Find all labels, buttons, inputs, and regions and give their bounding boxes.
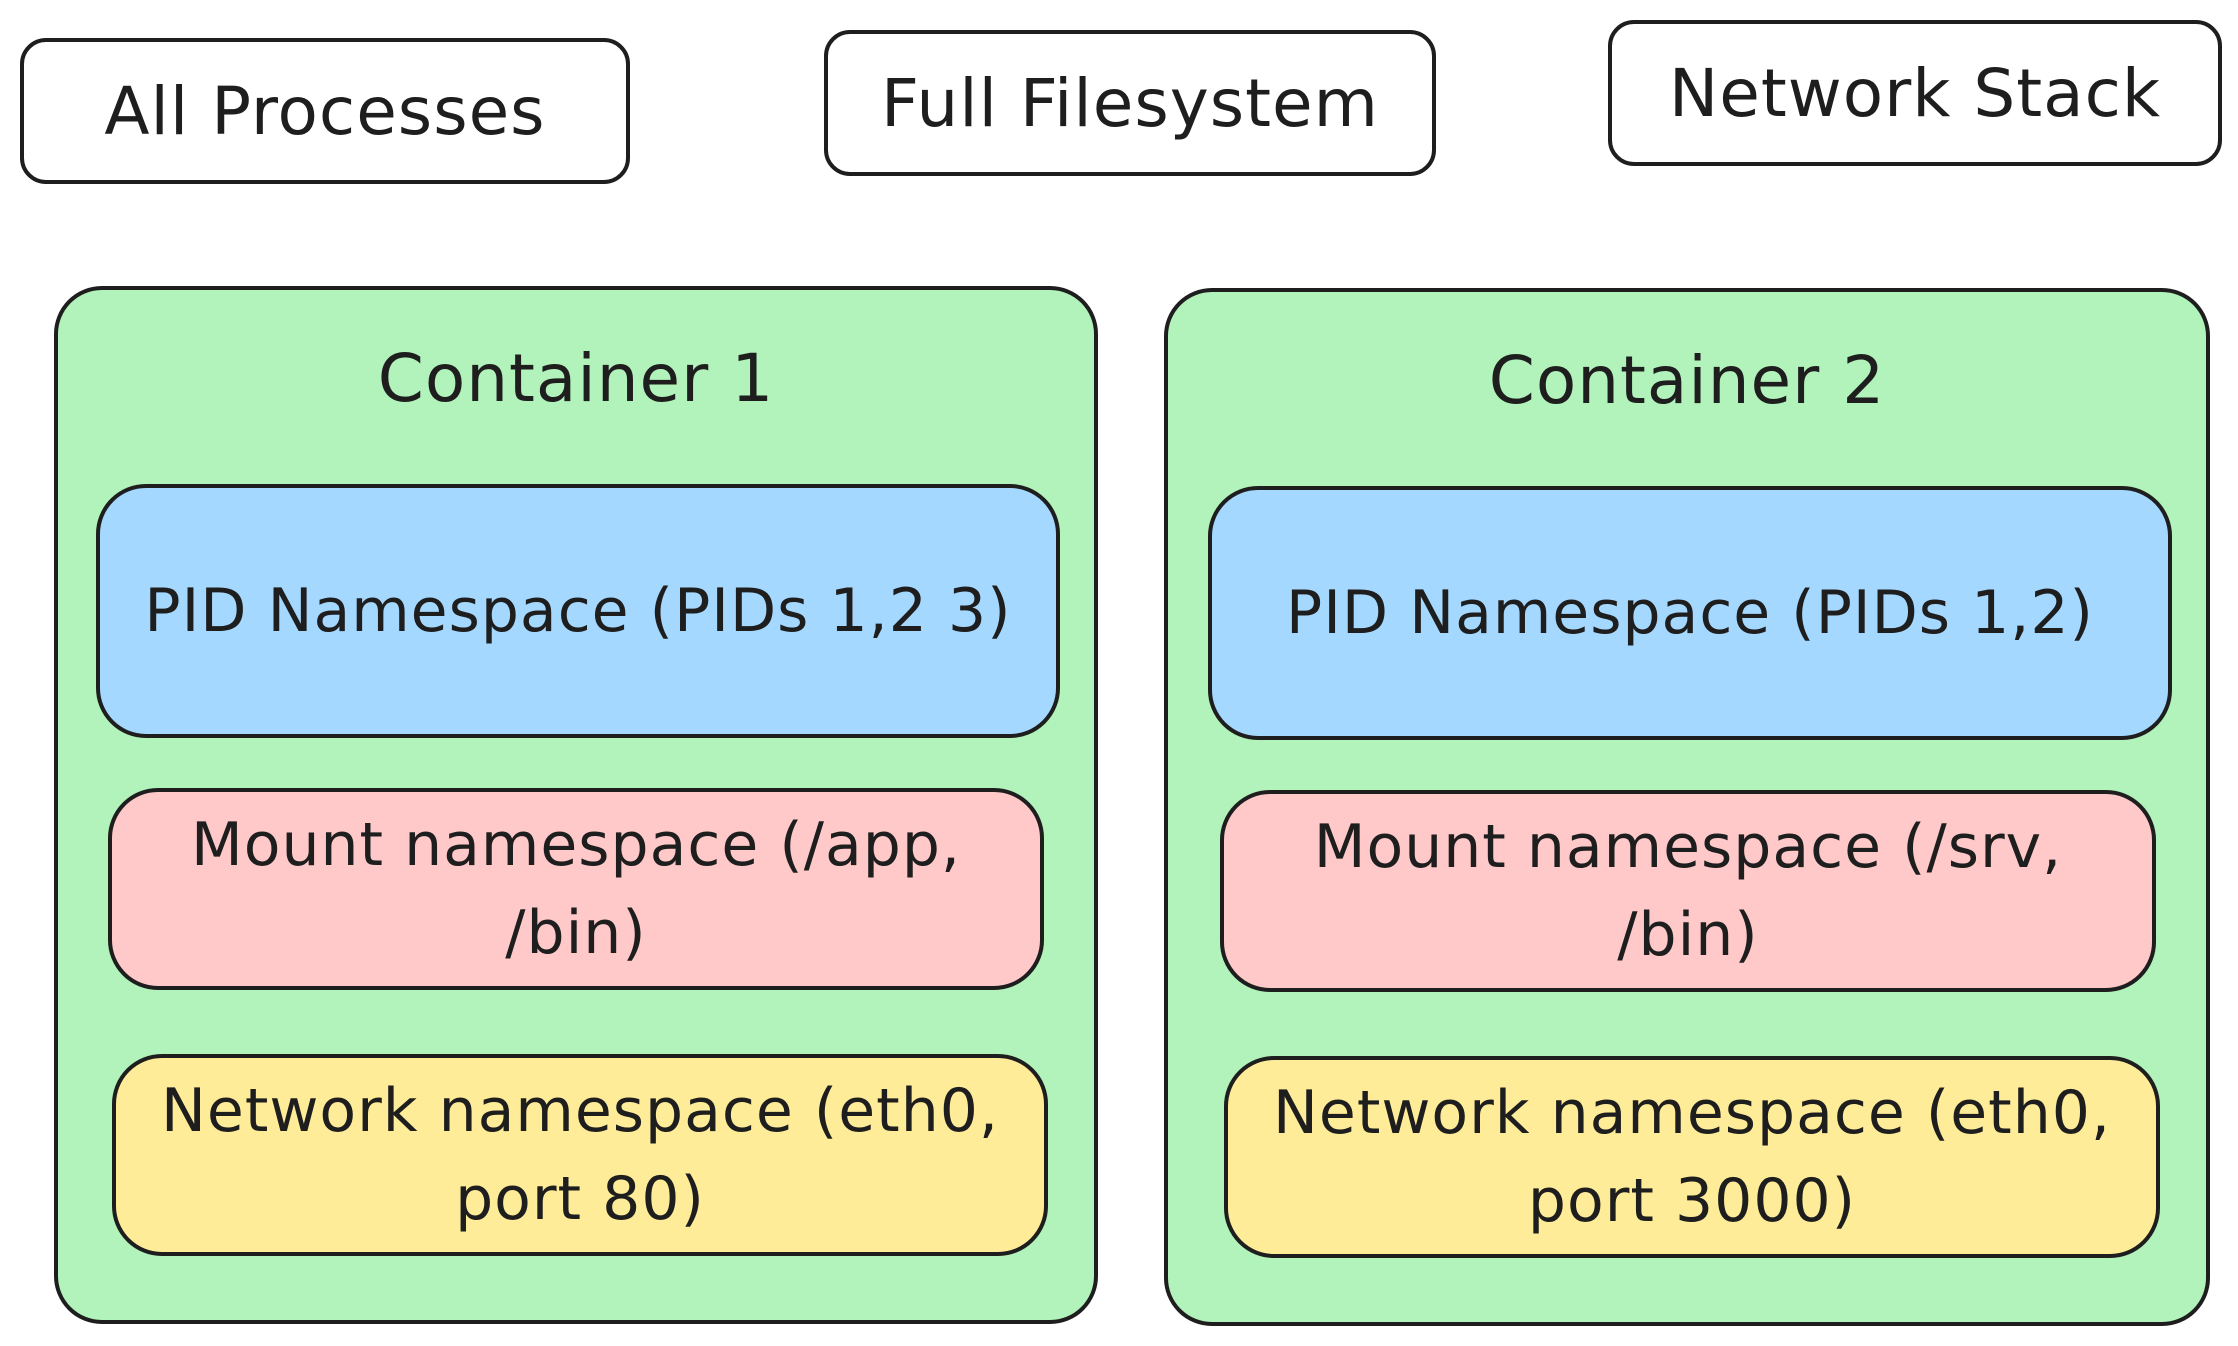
container-1-pid-namespace: PID Namespace (PIDs 1,2 3) (96, 484, 1060, 738)
container-2-mount-label: Mount namespace (/srv, /bin) (1313, 812, 2063, 970)
container-1-network-label: Network namespace (eth0, port 80) (161, 1076, 999, 1234)
container-1-mount-label: Mount namespace (/app, /bin) (190, 810, 961, 968)
container-1-network-namespace: Network namespace (eth0, port 80) (112, 1054, 1048, 1256)
container-2-pid-label: PID Namespace (PIDs 1,2) (1286, 578, 2094, 648)
container-2-network-namespace: Network namespace (eth0, port 3000) (1224, 1056, 2160, 1258)
container-1-title: Container 1 (377, 340, 775, 417)
container-2-mount-namespace: Mount namespace (/srv, /bin) (1220, 790, 2156, 992)
container-1-mount-namespace: Mount namespace (/app, /bin) (108, 788, 1044, 990)
full-filesystem-box: Full Filesystem (824, 30, 1436, 176)
network-stack-box: Network Stack (1608, 20, 2222, 166)
container-2-pid-namespace: PID Namespace (PIDs 1,2) (1208, 486, 2172, 740)
container-2-network-label: Network namespace (eth0, port 3000) (1273, 1078, 2111, 1236)
all-processes-label: All Processes (104, 72, 546, 150)
full-filesystem-label: Full Filesystem (881, 64, 1379, 142)
container-1-pid-label: PID Namespace (PIDs 1,2 3) (144, 576, 1012, 646)
all-processes-box: All Processes (20, 38, 630, 184)
network-stack-label: Network Stack (1668, 54, 2162, 132)
container-2-title: Container 2 (1488, 342, 1886, 419)
